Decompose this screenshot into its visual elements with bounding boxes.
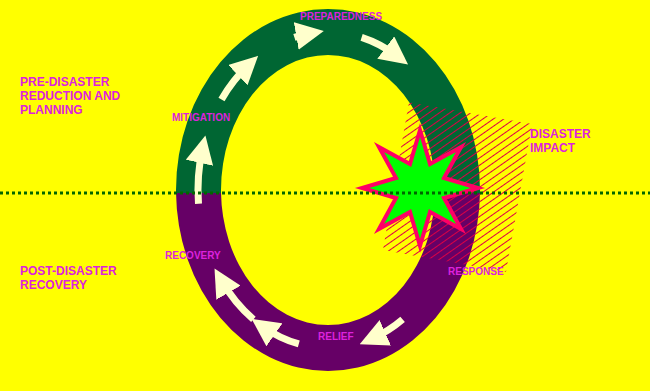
impact-starburst (362, 130, 478, 246)
stage-label: RECOVERY (165, 250, 235, 262)
side-heading: PRE-DISASTER REDUCTION AND PLANNING (20, 76, 152, 117)
stage-label: MITIGATION (172, 112, 252, 124)
cycle-arrows (198, 34, 403, 344)
impact-label: DISASTER IMPACT (530, 128, 616, 156)
ring (176, 9, 480, 371)
divider-dotted-line (0, 192, 650, 195)
side-heading: POST-DISASTER RECOVERY (20, 265, 142, 293)
stage-label: PREPAREDNESS (300, 11, 400, 23)
stage-label: RELIEF (318, 331, 360, 343)
stage-label: RESPONSE (448, 266, 518, 278)
